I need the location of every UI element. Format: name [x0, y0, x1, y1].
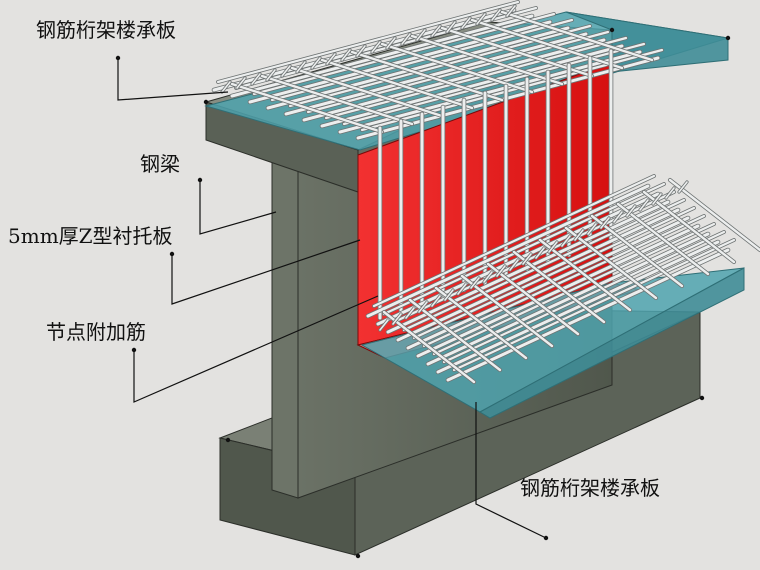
top-chord-bar: [306, 30, 610, 114]
bottom-cross-bar: [590, 214, 684, 288]
bottom-diagonal-bar: [496, 265, 506, 277]
label-steel-beam: 钢梁: [140, 152, 180, 176]
top-cross-bar: [230, 82, 384, 134]
bottom-truss-rebars: [365, 174, 760, 384]
top-diagonal-bar: [326, 53, 336, 65]
leader-lines: [117, 58, 547, 539]
top-diagonal-bar: [446, 21, 456, 33]
top-cross-bar: [290, 66, 444, 118]
top-cross-bar: [470, 18, 624, 70]
bottom-diagonal-bar: [509, 259, 519, 271]
top-diagonal-bar: [236, 77, 246, 89]
bottom-cross-bar: [668, 178, 760, 252]
leader-bottom-deck: [475, 402, 547, 539]
bottom-cross-bar: [460, 274, 554, 348]
bottom-diagonal-bar: [431, 295, 441, 307]
bottom-diagonal-bar: [587, 223, 597, 235]
leader-joint-rebar: [133, 295, 379, 403]
bottom-cross-bar: [642, 190, 736, 264]
bottom-diagonal-bar: [613, 211, 623, 223]
top-cross-bar: [410, 34, 564, 86]
bottom-diagonal-bar: [535, 247, 545, 259]
bottom-diagonal-bar: [405, 307, 415, 319]
label-joint-rebar: 节点附加筋: [46, 320, 146, 344]
bottom-cross-bar: [382, 310, 476, 384]
top-diagonal-bar: [461, 17, 471, 29]
label-top-deck: 钢筋桁架楼承板: [36, 18, 176, 42]
label-bottom-deck: 钢筋桁架楼承板: [520, 476, 660, 500]
top-diagonal-bar: [371, 41, 381, 53]
bottom-longitudinal-bar: [426, 232, 710, 366]
bottom-longitudinal-bar: [386, 200, 670, 334]
bottom-diagonal-bar: [444, 289, 454, 301]
top-cross-bar: [260, 74, 414, 126]
bottom-diagonal-bar: [639, 199, 649, 211]
top-truss-rebars: [211, 0, 664, 141]
bottom-cross-bar: [616, 202, 710, 276]
top-cross-bar: [500, 10, 654, 62]
bottom-diagonal-bar: [548, 241, 558, 253]
top-diagonal-bar: [221, 81, 231, 93]
bottom-diagonal-bar: [652, 193, 662, 205]
leader-steel-beam: [199, 180, 277, 235]
bottom-longitudinal-bar: [416, 224, 700, 358]
top-diagonal-bar: [506, 5, 516, 17]
bottom-chord-bar: [452, 238, 736, 372]
label-z-support-plate: 5mm厚Z型衬托板: [8, 224, 173, 248]
bottom-chord-bar: [412, 206, 696, 340]
bottom-cross-bar: [486, 262, 580, 336]
top-diagonal-bar: [431, 25, 441, 37]
bottom-diagonal-bar: [418, 301, 428, 313]
bottom-diagonal-bar: [522, 253, 532, 265]
top-cross-bar: [320, 58, 474, 110]
top-chord-bar: [288, 24, 592, 108]
leader-z-plate: [171, 239, 361, 305]
bottom-longitudinal-bar: [366, 184, 650, 318]
top-diagonal-bar: [281, 65, 291, 77]
bottom-diagonal-bar: [626, 205, 636, 217]
bottom-chord-bar: [422, 214, 706, 348]
top-diagonal-bar: [341, 49, 351, 61]
top-diagonal-bar: [296, 61, 306, 73]
bottom-longitudinal-bar: [436, 240, 720, 374]
top-diagonal-bar: [251, 73, 261, 85]
bottom-chord-bar: [372, 174, 656, 308]
leader-dots: [115, 27, 731, 559]
top-chord-bar: [270, 18, 574, 102]
bottom-diagonal-bar: [574, 229, 584, 241]
bottom-longitudinal-bar: [446, 248, 730, 382]
bottom-cross-bar: [564, 226, 658, 300]
bottom-chord-bar: [402, 198, 686, 332]
bottom-diagonal-bar: [457, 283, 467, 295]
bottom-diagonal-bar: [665, 187, 675, 199]
bottom-diagonal-bar: [470, 277, 480, 289]
top-diagonal-bar: [491, 9, 501, 21]
bottom-cross-bar: [538, 238, 632, 312]
top-diagonal-bar: [416, 29, 426, 41]
bottom-diagonal-bar: [392, 313, 402, 325]
bottom-cross-bar: [512, 250, 606, 324]
bottom-cross-bar: [408, 298, 502, 372]
top-chord-bar: [252, 12, 556, 96]
bottom-diagonal-bar: [483, 271, 493, 283]
top-cross-bar: [350, 50, 504, 102]
bottom-diagonal-bar: [600, 217, 610, 229]
bottom-diagonal-bar: [678, 181, 688, 193]
top-diagonal-bar: [386, 37, 396, 49]
bottom-chord-bar: [432, 222, 716, 356]
leader-top-deck: [117, 58, 229, 101]
top-diagonal-bar: [311, 57, 321, 69]
bottom-chord-bar: [442, 230, 726, 364]
bottom-diagonal-bar: [379, 319, 389, 331]
bottom-cross-bar: [434, 286, 528, 360]
top-diagonal-bar: [266, 69, 276, 81]
top-diagonal-bar: [476, 13, 486, 25]
top-diagonal-bar: [356, 45, 366, 57]
top-diagonal-bar: [401, 33, 411, 45]
bottom-longitudinal-bar: [406, 216, 690, 350]
bottom-diagonal-bar: [561, 235, 571, 247]
top-chord-bar: [216, 0, 520, 84]
bottom-longitudinal-bar: [396, 208, 680, 342]
